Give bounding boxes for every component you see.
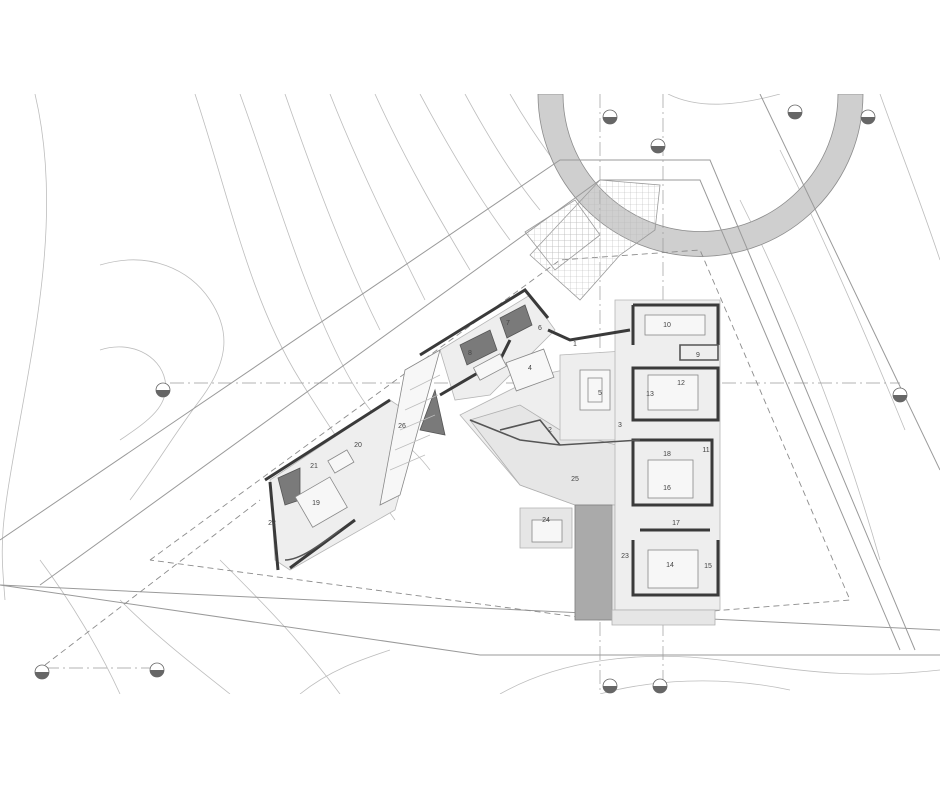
section-marker-icon: [892, 387, 908, 403]
room-label: 16: [663, 485, 671, 492]
walls: [264, 288, 720, 597]
room-label: 12: [677, 380, 685, 387]
room-label: 11: [702, 447, 709, 454]
section-marker-icon: [787, 104, 803, 120]
room-label: 3: [618, 422, 622, 429]
room-label: 13: [646, 391, 654, 398]
section-marker-icon: [155, 382, 171, 398]
room-label: 25: [571, 476, 579, 483]
room-label: 8: [468, 350, 472, 357]
central-ramp: [379, 349, 441, 506]
room-label: 10: [663, 322, 671, 329]
room-label: 26: [398, 423, 406, 430]
section-marker-icon: [34, 664, 50, 680]
room-label: 7: [506, 320, 510, 327]
section-marker-icon: [652, 678, 668, 694]
room-label: 20: [354, 442, 362, 449]
terrace-edge: [284, 529, 341, 561]
room-label: 21: [310, 463, 318, 470]
room-label: 19: [312, 500, 320, 507]
room-label: 5: [598, 390, 602, 397]
section-marker-icon: [602, 678, 618, 694]
room-label: 17: [672, 520, 680, 527]
section-marker-icon: [149, 662, 165, 678]
section-marker-icon: [602, 109, 618, 125]
room-label: 6: [538, 325, 542, 332]
room-label: 18: [663, 451, 671, 458]
room-label: 15: [704, 563, 712, 570]
section-markers: [34, 104, 908, 694]
room-label: 22: [268, 520, 276, 527]
room-label: 9: [696, 352, 700, 359]
section-marker-icon: [860, 109, 876, 125]
room-label: 24: [542, 517, 550, 524]
section-marker-icon: [650, 138, 666, 154]
room-label: 1: [573, 341, 577, 348]
topographic-contours: [1, 94, 940, 694]
entry-paving: [524, 179, 661, 301]
site-boundary: [0, 94, 940, 666]
room-label: 23: [621, 553, 629, 560]
furniture: [294, 314, 706, 589]
room-label: 14: [666, 562, 674, 569]
room-label: 4: [528, 365, 532, 372]
room-label: 2: [548, 427, 552, 434]
room-labels: 1 2 3 4 5 6 7 8 9 10 11 12 13 14 15 16 1…: [268, 320, 712, 570]
